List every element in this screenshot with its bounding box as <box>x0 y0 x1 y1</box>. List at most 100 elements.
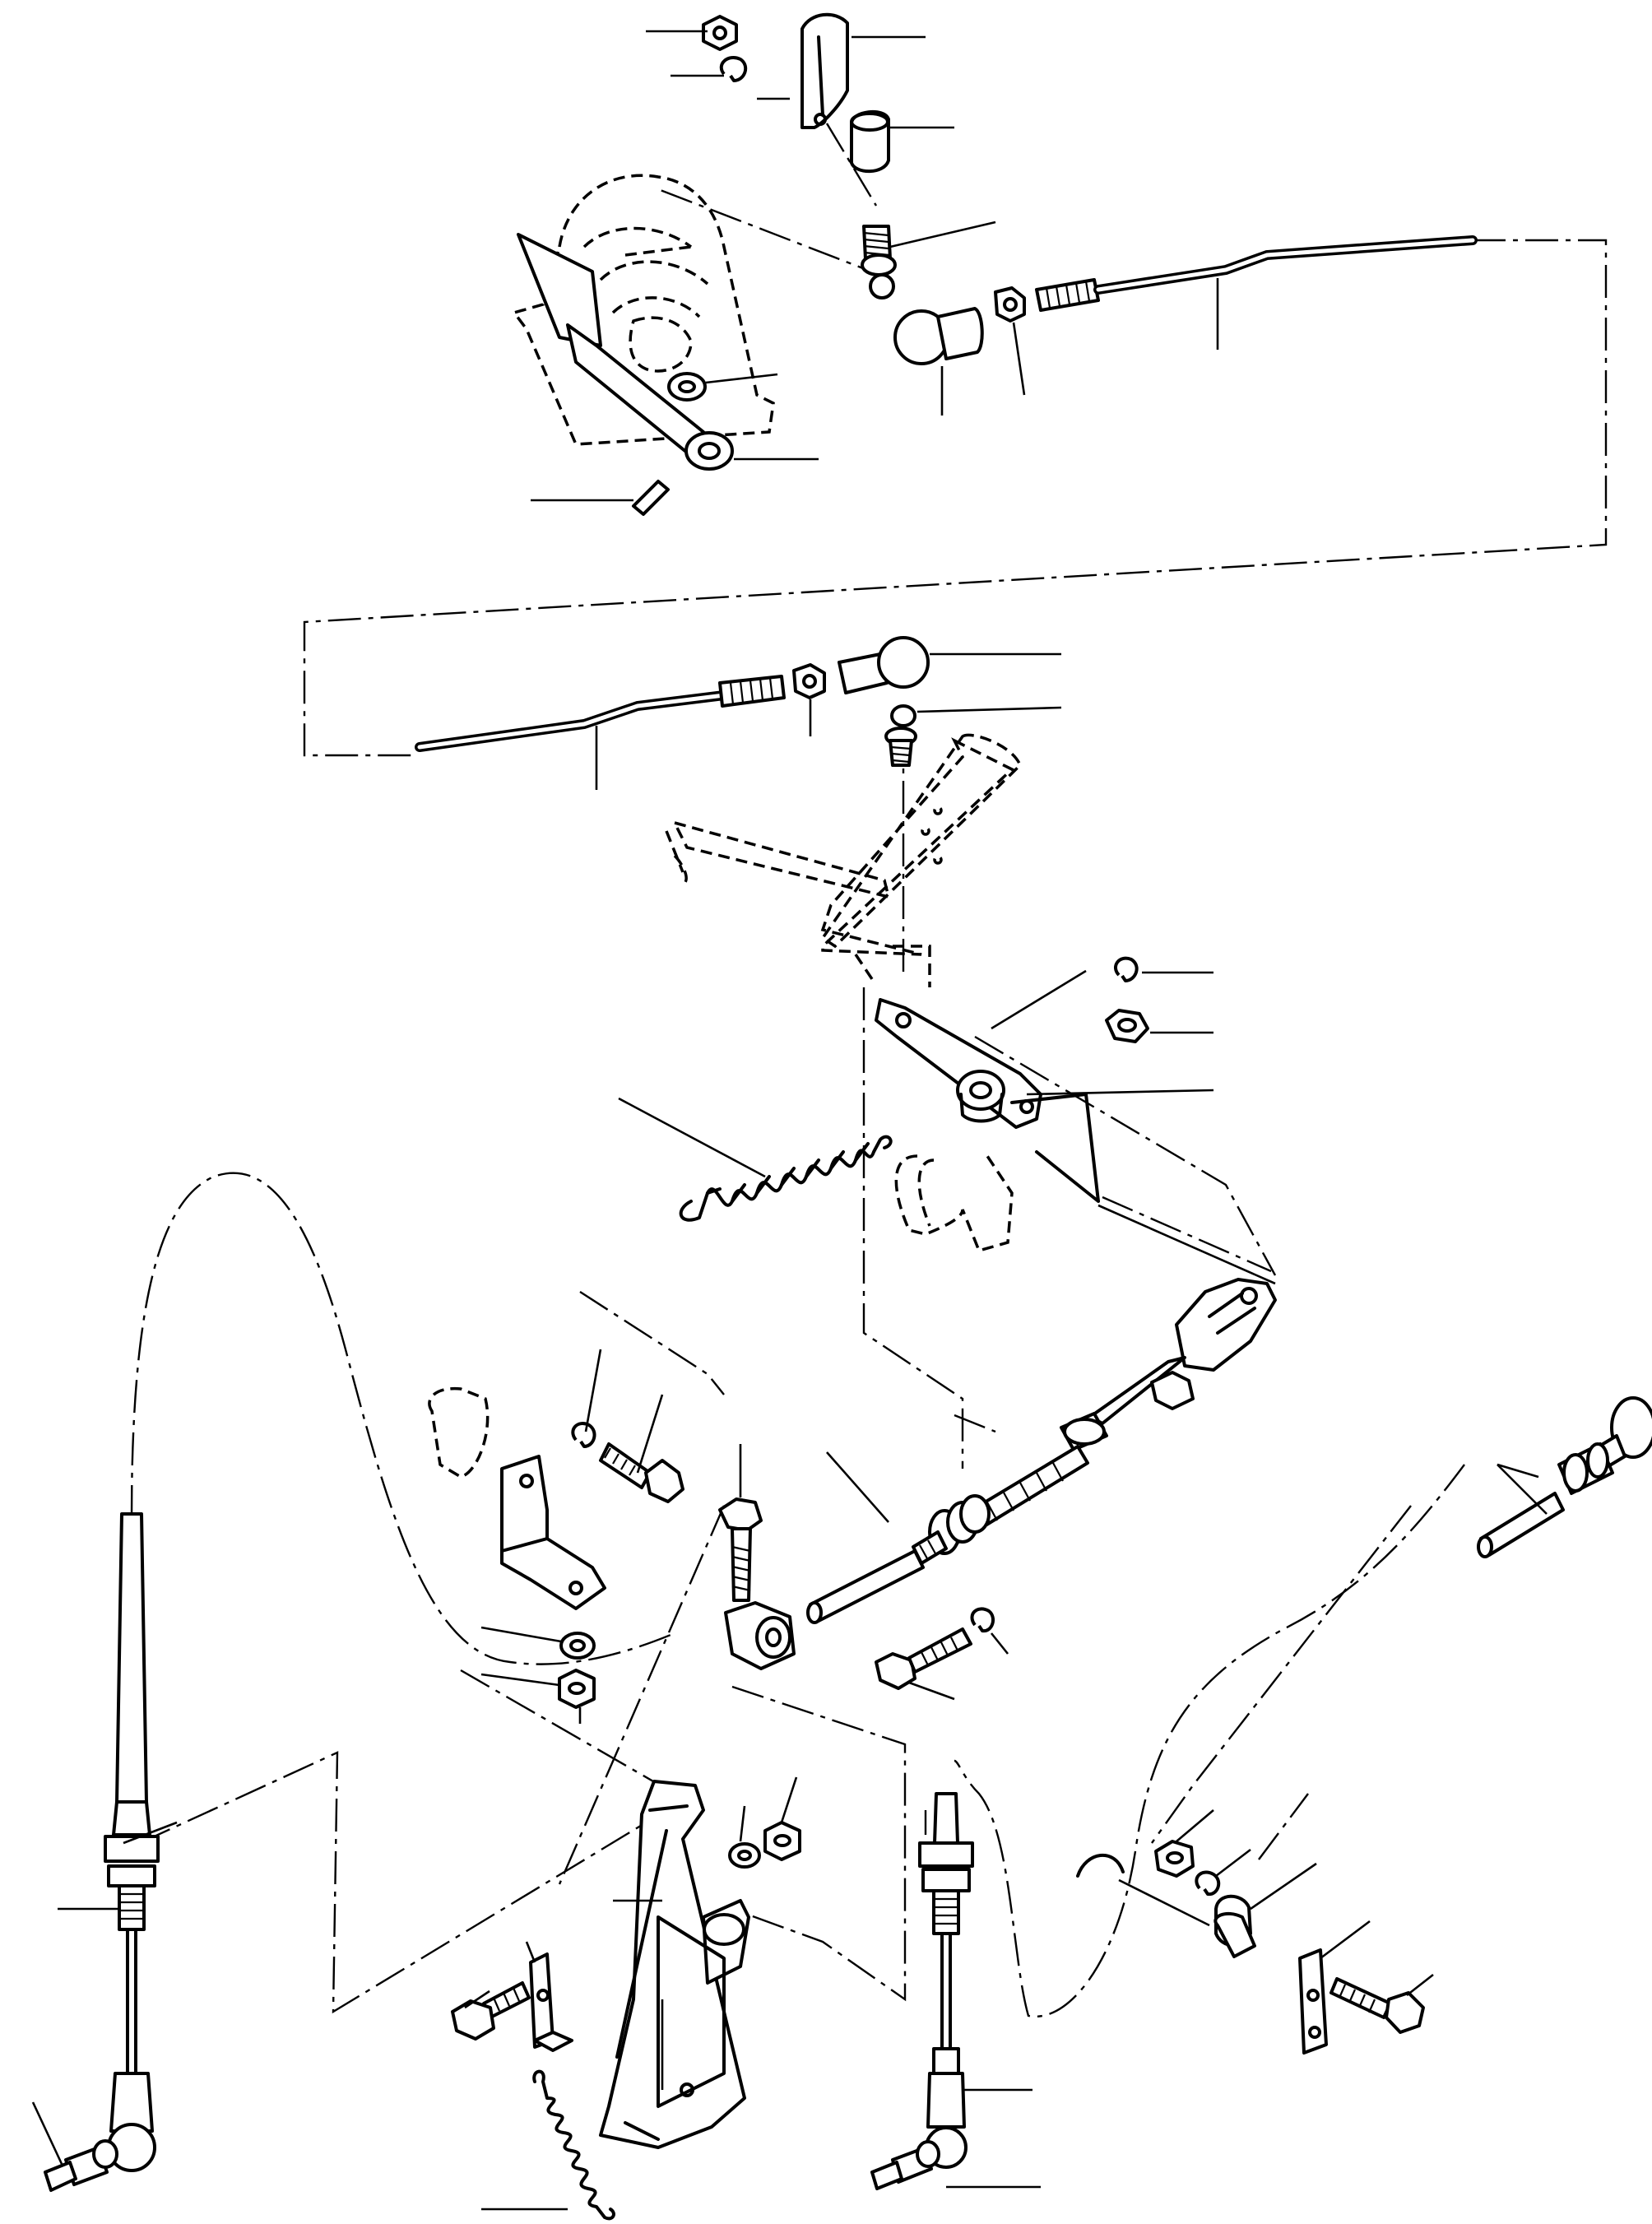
upper-lever-arm <box>800 12 849 129</box>
adjuster-nut-upper <box>1150 1371 1195 1410</box>
left-tab-plate-hole <box>536 1989 550 2002</box>
leader-hand-knob <box>1497 1463 1539 1479</box>
ghost-bracket <box>665 733 1023 1253</box>
connection-lines <box>139 123 1608 2014</box>
leader-pedal-washer <box>705 373 778 384</box>
upper-knob-assembly <box>702 12 890 174</box>
left-tab-plate-foot <box>533 2031 573 2052</box>
mounting-upper-bolt-head <box>644 1459 684 1503</box>
leader-left-tab-plate <box>525 1941 536 1963</box>
upper-rod-threadlines <box>1045 281 1091 309</box>
cable-path-left-loop <box>130 1172 675 1665</box>
pedal-pivot-hole <box>698 442 721 460</box>
hand-throttle-knob <box>1477 1396 1652 1558</box>
right-cable-sheath <box>933 1792 959 1845</box>
adjuster-lower-bolt-head <box>875 1652 916 1690</box>
right-tab-plate-hole <box>1306 1989 1320 2002</box>
bell-crank-hub-hole <box>969 1081 992 1099</box>
left-cable-inner-wire <box>126 1928 137 2075</box>
support-bracket-hole <box>680 2082 694 2097</box>
bell-crank <box>875 998 1100 1203</box>
upper-ball-stud-ball <box>869 273 895 299</box>
chain-line-mount-bolt <box>954 1414 996 1433</box>
bell-crank-hub-side <box>959 1093 1004 1123</box>
mounting-upper-washer <box>571 1422 596 1448</box>
right-cable-threadlines <box>934 1897 958 1925</box>
left-tab-bolt-head <box>451 1999 495 2041</box>
adjuster-lower-bolt-shank <box>907 1627 972 1674</box>
leader-mount-upper-bolt <box>636 1394 664 1474</box>
chain-line-bottom-bracket <box>731 1685 907 2002</box>
mounting-upper-bolt-threadlines <box>604 1447 636 1476</box>
leader-left-stud <box>31 2101 63 2165</box>
bell-crank-hardware <box>991 956 1149 1043</box>
adjuster-lower-bolt-threadlines <box>921 1637 958 1666</box>
pedal-spring-ghost-1 <box>582 226 709 318</box>
leader-return-spring <box>618 1097 766 1178</box>
right-bolt-shank <box>1329 1977 1392 2019</box>
adjuster-clevis-slot <box>1208 1292 1256 1335</box>
support-bracket-flange <box>615 1804 689 2141</box>
adjuster-plain-rod-end <box>806 1601 823 1624</box>
pedal-washer-hole <box>678 380 696 393</box>
pedal-assembly <box>512 174 775 516</box>
pedal-bushing-ghost <box>624 245 693 373</box>
chain-line-to-bracket-clip <box>558 1505 726 1885</box>
right-cable-clip <box>1076 1840 1425 2055</box>
mounting-washer <box>559 1632 596 1660</box>
mounting-l-bracket-hole-1 <box>519 1474 534 1488</box>
chain-line-bracket-rod <box>974 1035 1277 1276</box>
adjuster-lower-threadlines <box>919 1539 937 1561</box>
right-tab-plate-hole-2 <box>1308 2026 1321 2039</box>
right-nut <box>1154 1840 1195 1878</box>
upper-ball-stud-collar <box>861 253 897 276</box>
leader-adjuster-washer <box>990 1632 1009 1655</box>
cable-support-bracket <box>599 1780 801 2149</box>
leader-adjuster-bolt <box>908 1681 955 1701</box>
hand-knob-nut-1 <box>1562 1453 1589 1493</box>
bell-crank-hardware-line <box>991 969 1087 1030</box>
bell-crank-arm <box>875 998 1042 1129</box>
upper-rod-nut-hole <box>1003 297 1018 312</box>
chain-line-cable-right <box>1151 1505 1412 1844</box>
upper-nut <box>702 15 738 51</box>
ghost-u-bracket <box>894 1154 1014 1253</box>
leader-right-clip-ghost <box>1118 1878 1210 1927</box>
bell-crank-hub <box>956 1070 1005 1111</box>
middle-ball-stud-ball <box>890 704 916 727</box>
right-cable-locknut-1 <box>918 1841 974 1868</box>
right-nut-hole <box>1166 1851 1184 1864</box>
bell-crank-spring-washer <box>1114 956 1139 982</box>
left-cable-taper <box>112 1800 151 1836</box>
upper-throttle-rod <box>1093 235 1478 295</box>
chain-line-knob-stem <box>825 123 878 207</box>
left-cable-threadlines <box>119 1892 144 1920</box>
chain-line-clevis <box>1102 1196 1272 1273</box>
bracket-ghost-plate <box>428 1386 490 1479</box>
return-spring-coil-back <box>706 1142 870 1203</box>
middle-ball-socket-body <box>838 652 889 694</box>
swivel-block-bore-hole <box>765 1627 782 1647</box>
middle-ball-socket <box>877 636 930 689</box>
chain-line-left-tab <box>460 1669 675 1795</box>
hand-knob-sleeve <box>1479 1492 1565 1557</box>
bell-crank-nut <box>1105 1009 1149 1043</box>
leader-right-nut <box>1176 1809 1214 1842</box>
support-nut-hole <box>773 1834 791 1847</box>
chain-line-mount-washers <box>579 1290 725 1395</box>
mounting-bracket <box>428 1386 995 1709</box>
mounting-nut <box>558 1669 596 1709</box>
mounting-l-bracket-hole-2 <box>568 1581 583 1595</box>
middle-rod-threadlines <box>729 677 774 705</box>
mounting-washer-hole <box>569 1639 586 1652</box>
upper-rod-nut <box>994 286 1026 323</box>
lower-tension-spring <box>532 2069 615 2221</box>
ghost-plate-hole-3 <box>933 855 943 865</box>
left-cable-thread <box>118 1884 146 1931</box>
hand-knob-nut-2 <box>1586 1442 1609 1479</box>
upper-rod-highlight <box>1096 238 1475 292</box>
leader-left-cable-nut <box>123 1821 178 1845</box>
cable-path-right <box>954 1464 1465 2018</box>
swivel-block <box>718 1497 796 1670</box>
